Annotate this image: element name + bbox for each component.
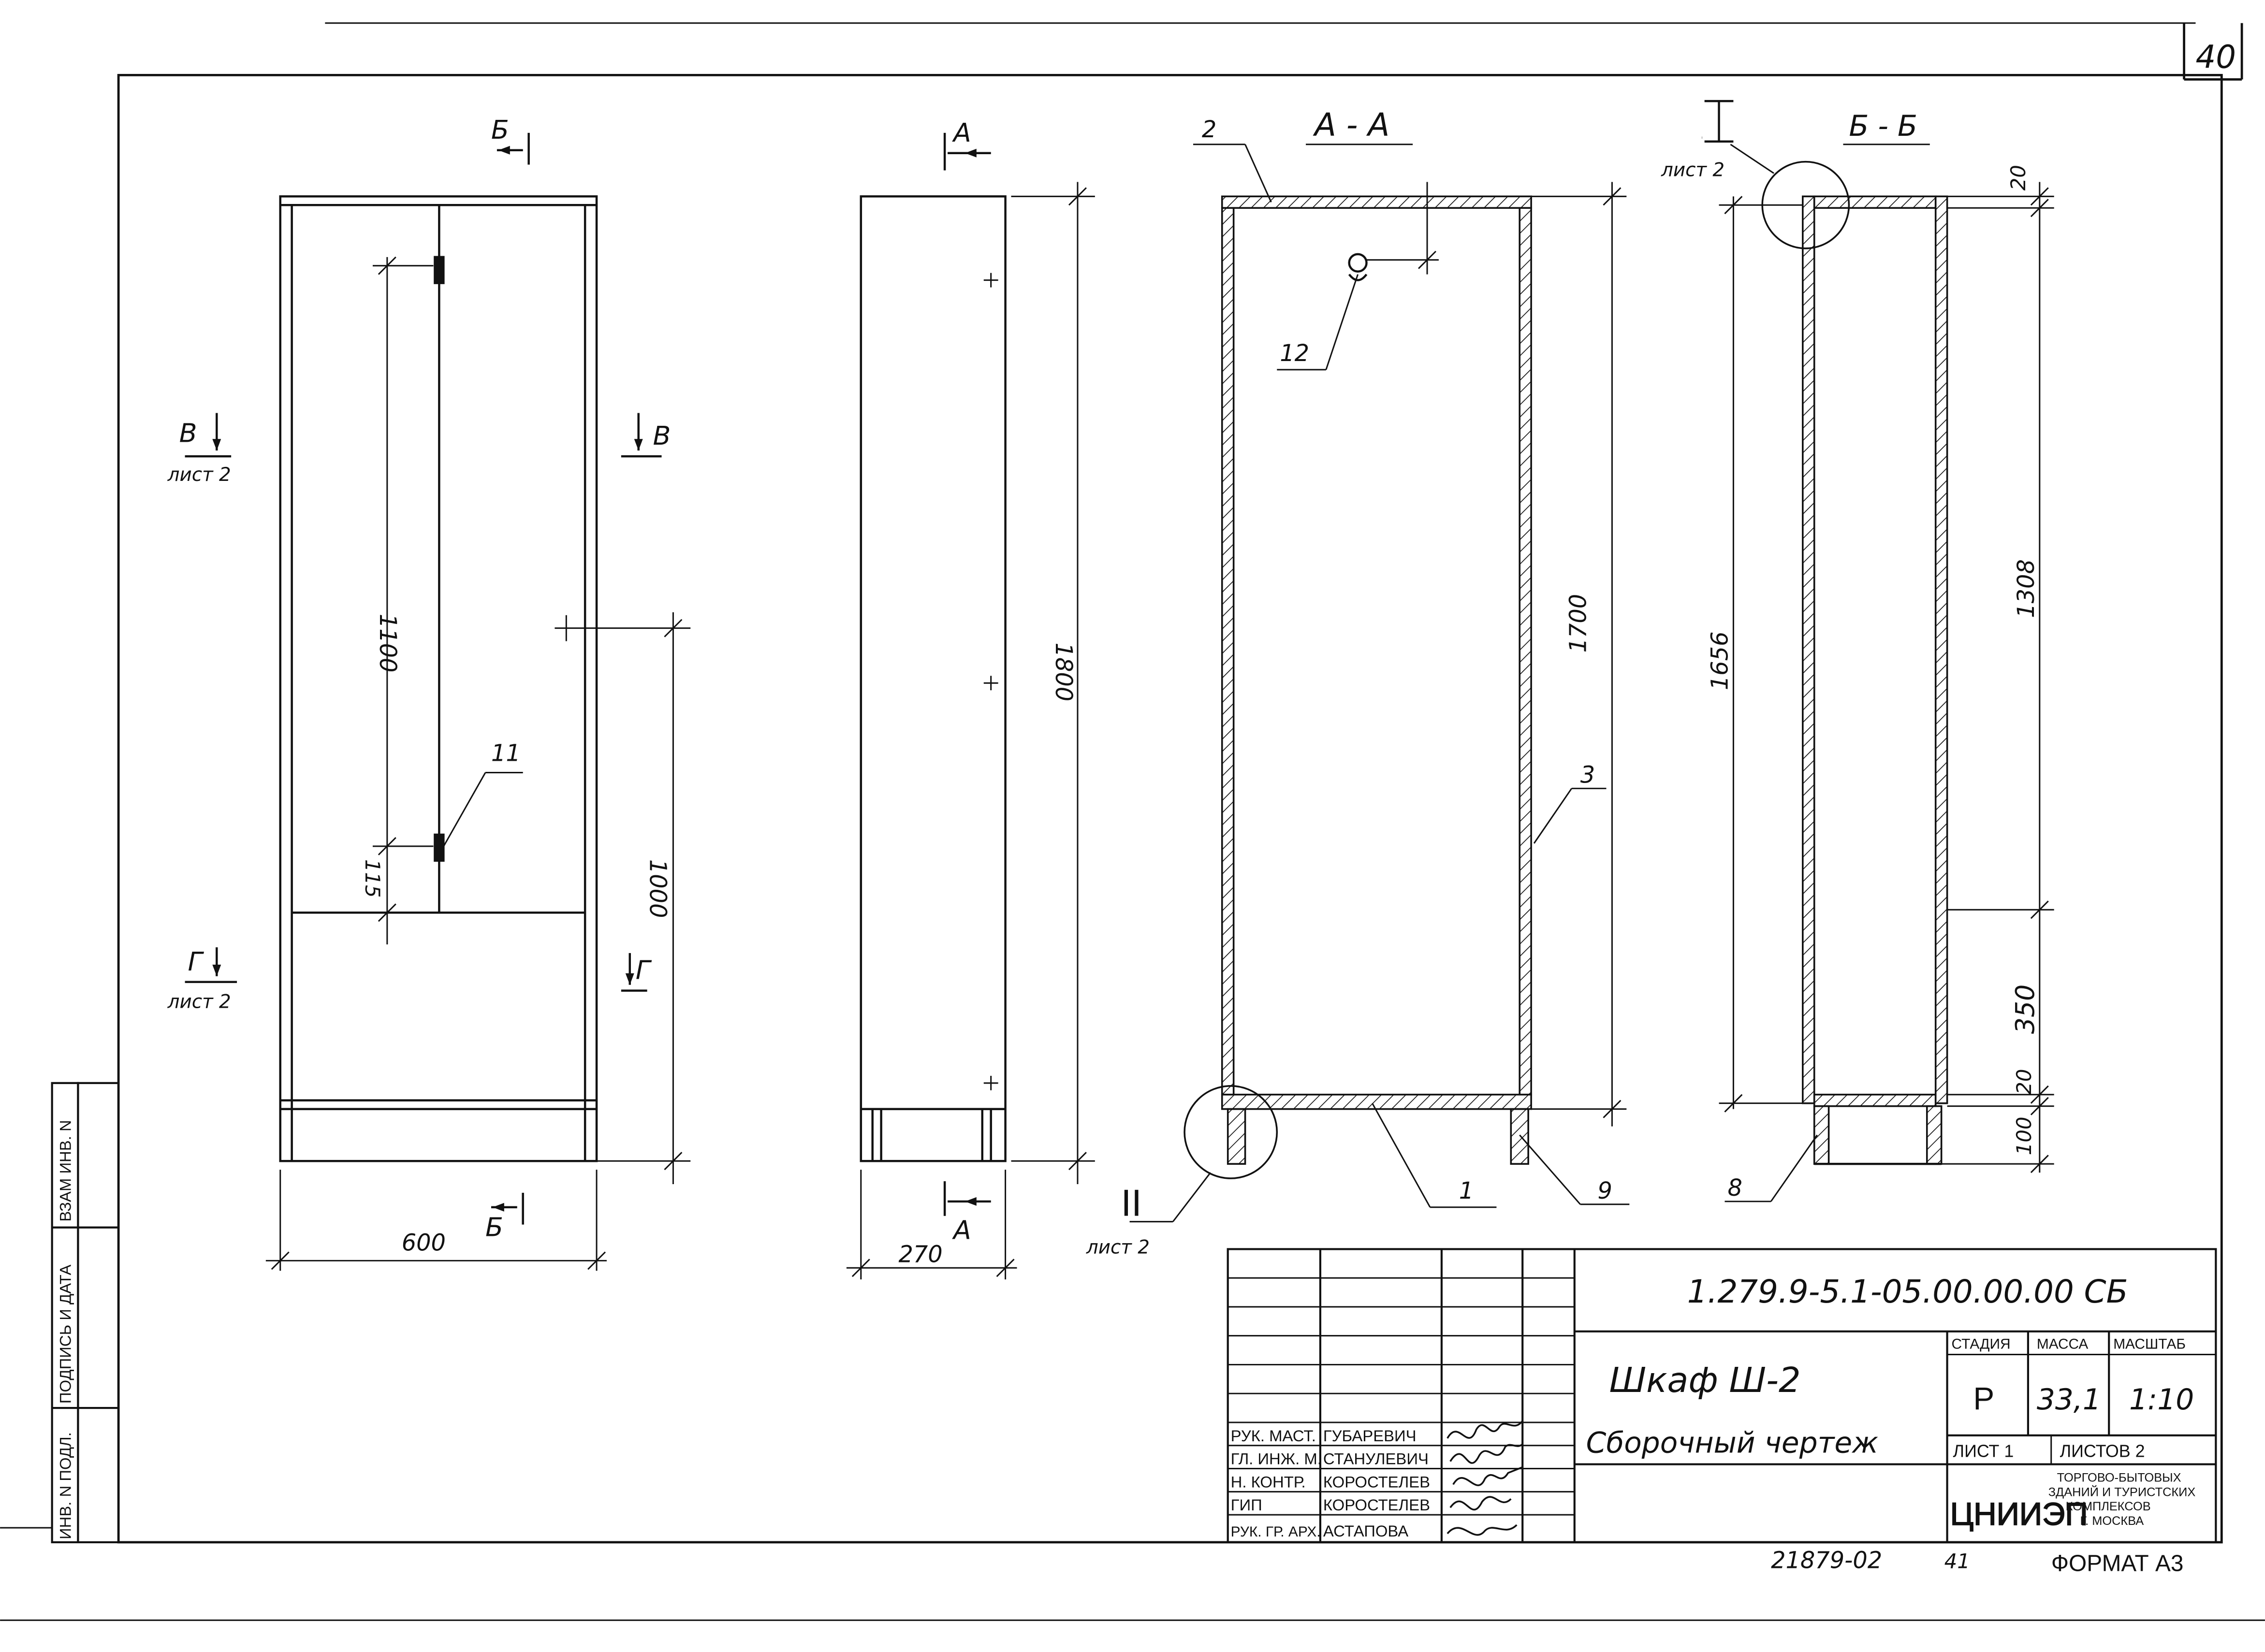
signer-name-3: КОРОСТЕЛЕВ xyxy=(1323,1473,1430,1491)
dim-115: 115 xyxy=(361,859,384,898)
dim-height-1800: 1800 xyxy=(1050,643,1077,702)
signer-role-3: Н. КОНТР. xyxy=(1231,1473,1306,1491)
sheets-label: ЛИСТОВ 2 xyxy=(2060,1442,2145,1461)
dim-1100: 1100 xyxy=(374,614,401,673)
footer-number: 41 xyxy=(1944,1550,1970,1573)
section-v-left-label: В xyxy=(179,418,197,448)
signer-name-1: ГУБАРЕВИЧ xyxy=(1323,1427,1417,1445)
detail-ii-label: II xyxy=(1121,1183,1142,1224)
callout-9: 9 xyxy=(1598,1178,1612,1204)
signer-role-4: ГИП xyxy=(1231,1496,1262,1514)
signatures xyxy=(1447,1420,1523,1536)
dim-350: 350 xyxy=(2010,985,2040,1034)
org-line-3: КОМПЛЕКСОВ xyxy=(2066,1500,2151,1513)
front-arrows xyxy=(212,145,643,1212)
dim-1700: 1700 xyxy=(1565,594,1592,653)
side-stamp-replace: ВЗАМ ИНВ. N xyxy=(56,1120,74,1221)
org-line-1: ТОРГОВО-БЫТОВЫХ xyxy=(2057,1471,2181,1484)
section-a-top-label: А xyxy=(952,117,971,148)
section-a-bottom-label: А xyxy=(952,1215,971,1246)
org-logo: ЦНИИЭП xyxy=(1950,1496,2088,1532)
detail-i-sheet-ref: лист 2 xyxy=(1661,159,1724,181)
format-label: ФОРМАТ А3 xyxy=(2051,1551,2184,1577)
callout-3: 3 xyxy=(1580,762,1595,788)
sheet-frame xyxy=(0,22,2265,1621)
detail-i-label: I xyxy=(1702,137,1703,140)
side-stamp-sign: ПОДПИСЬ И ДАТА xyxy=(56,1264,74,1404)
side-stamp-inv: ИНВ. N ПОДЛ. xyxy=(56,1432,74,1539)
stage-header: СТАДИЯ xyxy=(1952,1336,2011,1352)
section-aa-lines xyxy=(1129,144,1630,1223)
side-stamp xyxy=(51,1082,120,1544)
detail-ii-sheet-ref: лист 2 xyxy=(1086,1236,1150,1258)
sheet-ref-v: лист 2 xyxy=(167,464,231,486)
section-v-right-label: В xyxy=(653,420,671,451)
page-number: 40 xyxy=(2195,38,2236,75)
signer-name-2: СТАНУЛЕВИЧ xyxy=(1323,1450,1429,1468)
signer-role-1: РУК. МАСТ. xyxy=(1231,1427,1316,1445)
section-g-right-label: Г xyxy=(636,955,652,985)
sheet-label: ЛИСТ 1 xyxy=(1953,1442,2014,1461)
signer-name-5: АСТАПОВА xyxy=(1323,1522,1408,1540)
org-line-4: Г. МОСКВА xyxy=(2080,1514,2144,1528)
dim-100: 100 xyxy=(2012,1116,2036,1155)
callout-11: 11 xyxy=(491,740,521,767)
section-g-left-label: Г xyxy=(188,946,205,977)
front-view xyxy=(185,132,691,1271)
side-view xyxy=(846,132,1095,1280)
side-arrows xyxy=(964,148,977,1206)
scale-header: МАСШТАБ xyxy=(2113,1336,2186,1352)
sheet-ref-g: лист 2 xyxy=(167,991,231,1013)
section-b-bottom-label: Б xyxy=(485,1212,503,1243)
section-bb-lines xyxy=(1704,100,2054,1203)
stage-value: Р xyxy=(1973,1380,1994,1416)
section-aa xyxy=(1221,195,1532,1165)
section-aa-title: А - А xyxy=(1313,106,1389,144)
callout-1: 1 xyxy=(1459,1178,1474,1204)
signer-role-5: РУК. ГР. АРХ. xyxy=(1231,1524,1321,1540)
doc-type: Сборочный чертеж xyxy=(1586,1427,1879,1460)
dim-depth-270: 270 xyxy=(898,1241,942,1268)
dim-1308: 1308 xyxy=(2013,559,2040,618)
dim-1656: 1656 xyxy=(1707,632,1733,691)
dim-20-bottom: 20 xyxy=(2012,1069,2036,1095)
section-bb-title: Б - Б xyxy=(1849,110,1917,143)
callout-2: 2 xyxy=(1202,116,1216,143)
dim-width-600: 600 xyxy=(402,1230,446,1256)
section-bb xyxy=(1802,195,1948,1165)
mass-value: 33,1 xyxy=(2037,1383,2101,1417)
org-line-2: ЗДАНИЙ И ТУРИСТСКИХ xyxy=(2048,1484,2196,1499)
scale-value: 1:10 xyxy=(2129,1383,2194,1417)
dim-1000: 1000 xyxy=(644,859,671,918)
signer-name-4: КОРОСТЕЛЕВ xyxy=(1323,1496,1430,1514)
item-name: Шкаф Ш-2 xyxy=(1609,1360,1800,1400)
mass-header: МАССА xyxy=(2037,1336,2089,1352)
dim-20-top: 20 xyxy=(2006,165,2030,190)
section-b-top-label: Б xyxy=(491,115,509,145)
title-block-grid xyxy=(1227,1248,2217,1544)
doc-code: 1.279.9-5.1-05.00.00.00 СБ xyxy=(1687,1273,2128,1310)
signer-role-2: ГЛ. ИНЖ. М. xyxy=(1231,1450,1322,1468)
footer-code: 21879-02 xyxy=(1771,1548,1882,1574)
callout-8: 8 xyxy=(1727,1175,1742,1202)
callout-12: 12 xyxy=(1280,340,1309,367)
